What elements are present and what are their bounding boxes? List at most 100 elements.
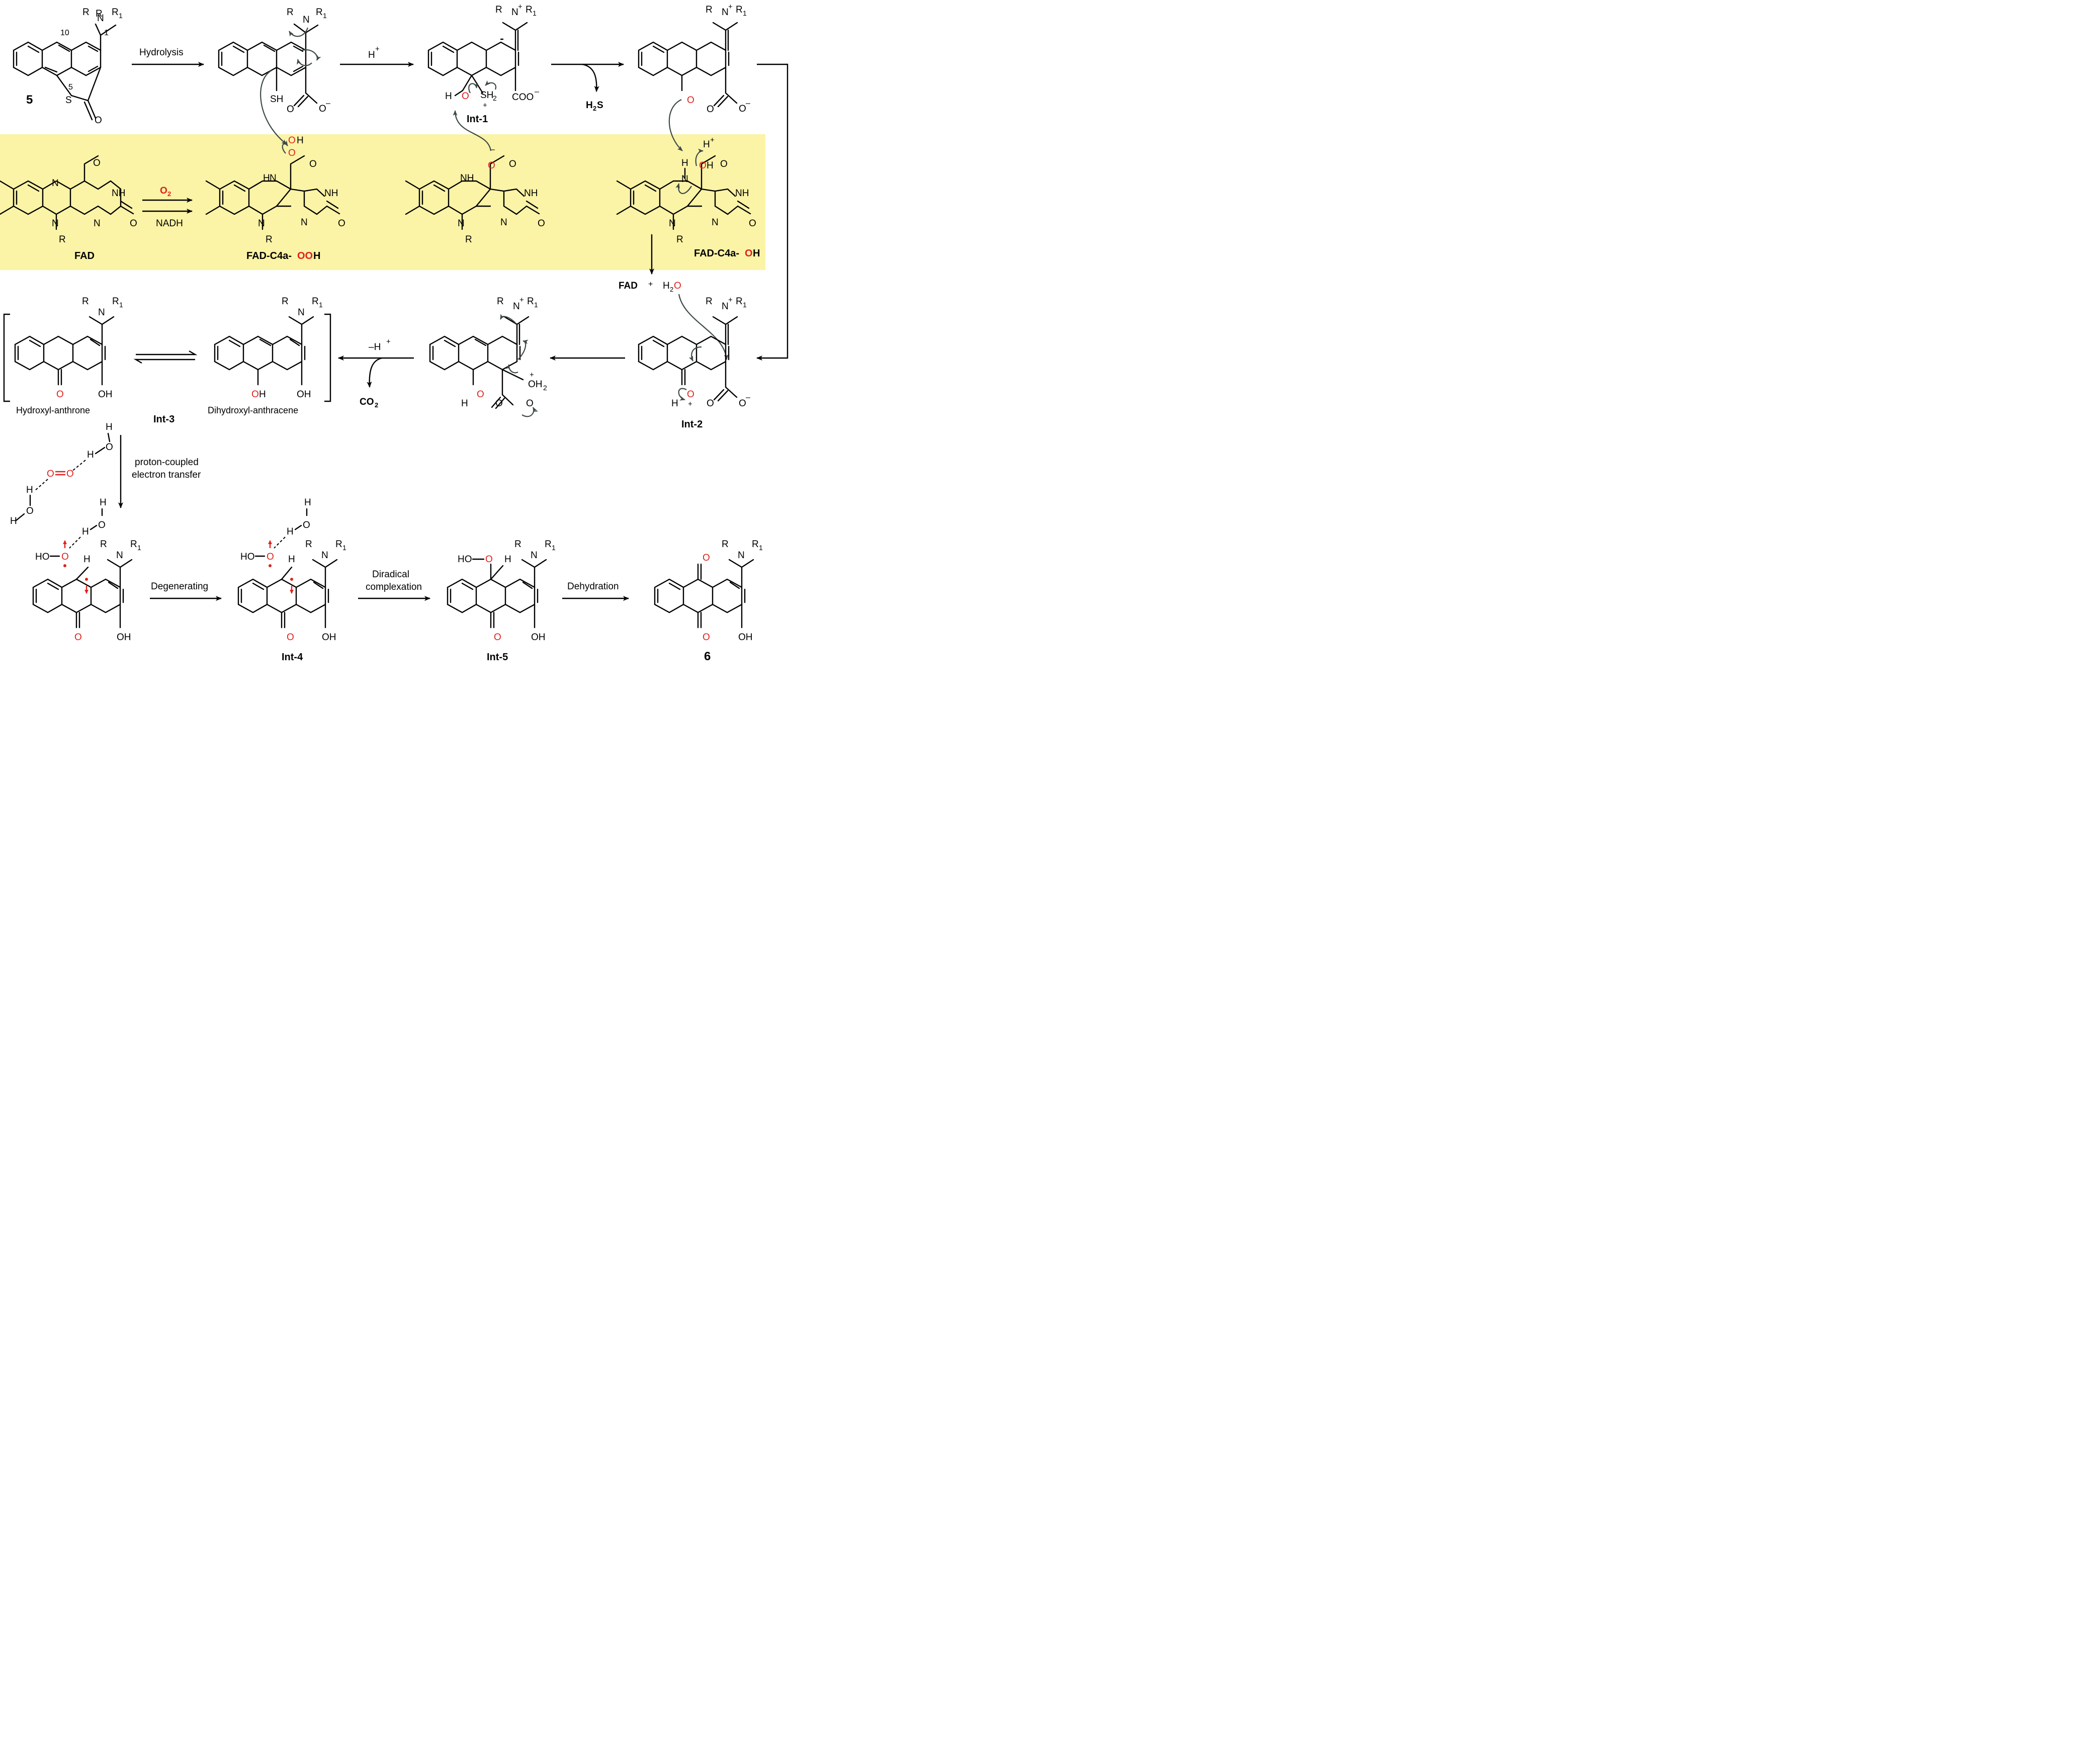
svg-text:1: 1 (759, 544, 763, 552)
svg-text:N: N (669, 218, 676, 229)
svg-text:O: O (526, 398, 534, 409)
label-pcet-2: electron transfer (132, 470, 201, 480)
svg-text:H: H (82, 526, 89, 537)
svg-text:O: O (98, 520, 106, 531)
svg-text:–: – (746, 99, 750, 108)
fad: N O NH N O N R FAD (0, 155, 137, 261)
svg-text:1: 1 (319, 301, 323, 309)
svg-text:+: + (728, 3, 733, 11)
svg-text:O: O (707, 398, 714, 409)
svg-text:N: N (722, 7, 729, 18)
svg-text:H: H (681, 158, 688, 168)
svg-text:R: R (266, 234, 273, 245)
svg-text:1: 1 (342, 544, 346, 552)
svg-text:OH: OH (531, 632, 546, 643)
svg-text:O: O (477, 389, 484, 400)
svg-text:N: N (500, 217, 507, 228)
svg-text:2: 2 (375, 401, 378, 409)
svg-text:1: 1 (104, 29, 109, 37)
svg-text:H: H (304, 497, 311, 508)
svg-text:H: H (26, 485, 33, 495)
svg-text:O: O (707, 104, 714, 115)
svg-text:R: R (752, 539, 759, 550)
svg-text:R: R (722, 539, 729, 550)
svg-text:N: N (270, 173, 277, 184)
svg-text:O: O (538, 218, 545, 229)
svg-text:H: H (106, 422, 113, 432)
svg-text:N: N (738, 550, 745, 561)
svg-text:N: N (303, 15, 310, 25)
svg-text:N: N (722, 301, 729, 312)
svg-text:H: H (445, 91, 452, 102)
svg-text:H: H (287, 526, 294, 537)
svg-text:N: N (258, 218, 265, 229)
label-compound-5: 5 (26, 93, 33, 107)
svg-text:OH: OH (528, 379, 543, 390)
svg-text:R: R (545, 539, 552, 550)
svg-text:+: + (728, 296, 733, 304)
label-fad-c4a-oh-prefix: FAD-C4a- (694, 248, 739, 259)
svg-text:O: O (288, 135, 296, 146)
svg-text:NH: NH (324, 188, 338, 199)
bracket-left (3, 313, 10, 402)
svg-text:O: O (488, 160, 495, 171)
svg-text:1: 1 (533, 9, 537, 17)
svg-text:H: H (83, 554, 91, 565)
svg-text:O: O (303, 520, 310, 531)
label-fad-c4a-ooh-red: OO (297, 250, 313, 261)
svg-text:H: H (461, 398, 468, 409)
label-pcet-1: proton-coupled (135, 457, 199, 468)
svg-text:H: H (707, 160, 714, 171)
svg-text:O: O (287, 104, 294, 115)
svg-text:R: R (282, 296, 289, 307)
label-o2: O (160, 186, 167, 196)
svg-text:N: N (511, 7, 518, 18)
svg-text:R: R (706, 5, 713, 15)
svg-text:R: R (495, 5, 502, 15)
svg-text:N: N (97, 13, 104, 24)
svg-text:R: R (316, 7, 323, 18)
svg-text:N: N (513, 301, 520, 312)
svg-text:O: O (251, 389, 259, 400)
svg-text:1: 1 (743, 301, 747, 309)
svg-text:O: O (130, 218, 137, 229)
svg-text:H: H (10, 516, 17, 526)
svg-text:OH: OH (117, 632, 131, 643)
svg-text:N: N (298, 307, 305, 318)
svg-text:R: R (130, 539, 137, 550)
label-nadh: NADH (156, 218, 183, 229)
svg-text:O: O (687, 95, 694, 106)
svg-text:H: H (703, 139, 710, 150)
svg-text:O: O (95, 115, 102, 126)
svg-text:O: O (93, 158, 101, 168)
svg-text:1: 1 (552, 544, 556, 552)
svg-text:+: + (710, 136, 715, 144)
svg-text:R: R (465, 234, 472, 245)
svg-text:O: O (26, 506, 34, 516)
label-fad-c4a-oh-suffix: H (753, 248, 760, 259)
label-minus-h-plus: –H (369, 342, 381, 352)
svg-text:N: N (531, 550, 538, 561)
svg-text:R: R (335, 539, 342, 550)
label-int-2: Int-2 (681, 419, 703, 430)
svg-text:O: O (319, 104, 326, 114)
svg-text:O: O (509, 159, 516, 169)
svg-text:R: R (112, 7, 119, 18)
svg-text:N: N (321, 550, 328, 561)
svg-text:O: O (749, 218, 756, 229)
svg-text:SH: SH (270, 94, 283, 105)
svg-text:2: 2 (593, 105, 596, 112)
svg-text:1: 1 (119, 301, 123, 309)
label-int-5: Int-5 (487, 652, 508, 663)
